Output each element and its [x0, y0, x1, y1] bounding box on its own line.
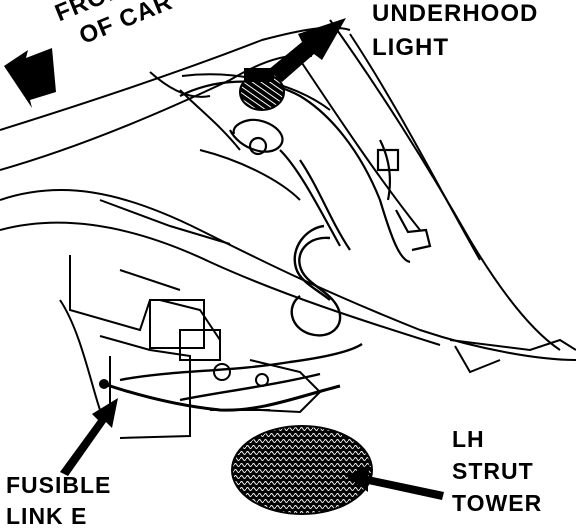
lh-strut-tower-line-3: TOWER: [452, 490, 543, 516]
lh-strut-tower-line-2: STRUT: [452, 458, 534, 484]
underhood-light-label: UNDERHOOD LIGHT: [372, 2, 538, 60]
fusible-link-arrow: [60, 398, 118, 476]
underhood-light-arrow: [268, 18, 346, 82]
fusible-link-line-2: LINK E: [6, 503, 88, 529]
fusible-link-terminal: [99, 379, 109, 389]
fender-body: [0, 189, 576, 411]
lh-strut-tower-label: LH STRUT TOWER: [452, 428, 542, 515]
lh-strut-tower-line-1: LH: [452, 426, 485, 452]
fuse-bracket: [99, 299, 322, 439]
hood-inner-frame: [179, 80, 432, 264]
wiring-harness: [119, 224, 363, 402]
underhood-light: [239, 68, 285, 111]
fusible-link-label: FUSIBLE LINK E: [6, 474, 111, 528]
fusible-link-line-1: FUSIBLE: [6, 472, 112, 498]
strut-tower-arrow: [346, 464, 444, 500]
underhood-light-line-1: UNDERHOOD: [372, 0, 539, 27]
lh-strut-tower: [231, 425, 373, 515]
underhood-light-line-2: LIGHT: [372, 34, 449, 61]
fusible-link-wire: [103, 382, 341, 412]
front-direction-arrow: [4, 48, 56, 108]
